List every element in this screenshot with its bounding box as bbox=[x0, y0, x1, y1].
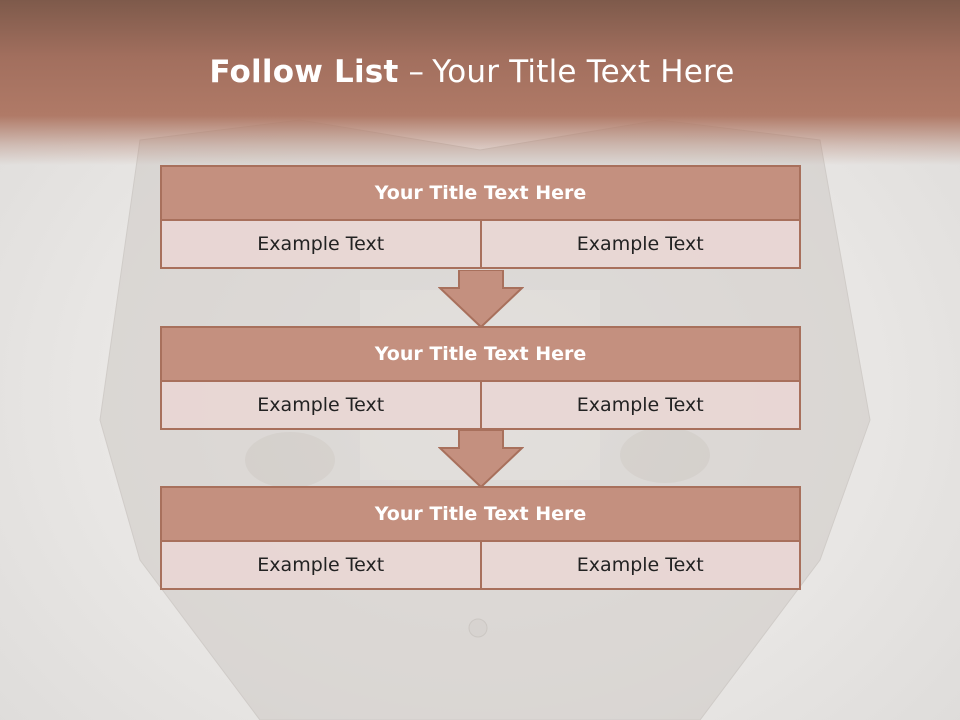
slide-title-bold: Follow List bbox=[209, 54, 399, 90]
slide-title: Follow List–Your Title Text Here bbox=[0, 54, 944, 90]
block-cell-left[interactable]: Example Text bbox=[160, 380, 482, 430]
block-cells: Example Text Example Text bbox=[160, 540, 801, 590]
block-cell-right[interactable]: Example Text bbox=[479, 380, 801, 430]
down-arrow-icon bbox=[438, 430, 524, 488]
block-cells: Example Text Example Text bbox=[160, 380, 801, 430]
block-cell-left[interactable]: Example Text bbox=[160, 219, 482, 269]
block-cell-right[interactable]: Example Text bbox=[479, 540, 801, 590]
block-title[interactable]: Your Title Text Here bbox=[160, 486, 801, 542]
block-title[interactable]: Your Title Text Here bbox=[160, 165, 801, 221]
list-block-1: Your Title Text Here Example Text Exampl… bbox=[160, 165, 801, 269]
list-block-3: Your Title Text Here Example Text Exampl… bbox=[160, 486, 801, 590]
list-block-2: Your Title Text Here Example Text Exampl… bbox=[160, 326, 801, 430]
header-band bbox=[0, 0, 960, 165]
block-cells: Example Text Example Text bbox=[160, 219, 801, 269]
block-cell-left[interactable]: Example Text bbox=[160, 540, 482, 590]
slide-title-dash: – bbox=[408, 54, 425, 90]
block-cell-right[interactable]: Example Text bbox=[479, 219, 801, 269]
block-title[interactable]: Your Title Text Here bbox=[160, 326, 801, 382]
down-arrow-icon bbox=[438, 270, 524, 328]
slide-title-rest: Your Title Text Here bbox=[432, 54, 735, 90]
